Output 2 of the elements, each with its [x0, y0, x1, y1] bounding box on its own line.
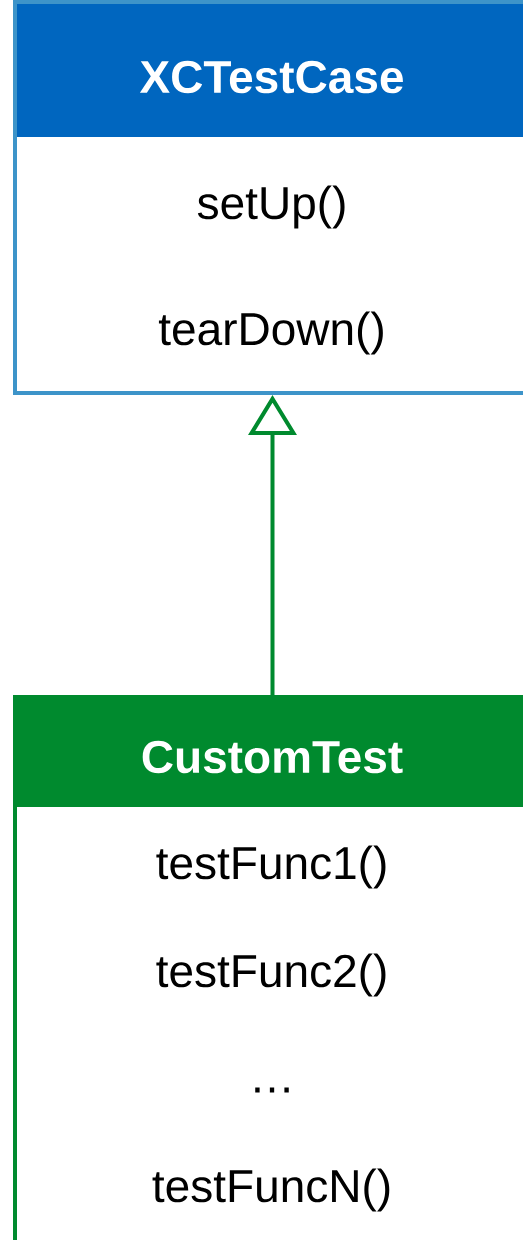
class-box: CustomTest testFunc1() testFunc2() … testFuncN() — [13, 695, 523, 1240]
class-box: XCTestCase setUp() tearDown() — [13, 0, 523, 395]
